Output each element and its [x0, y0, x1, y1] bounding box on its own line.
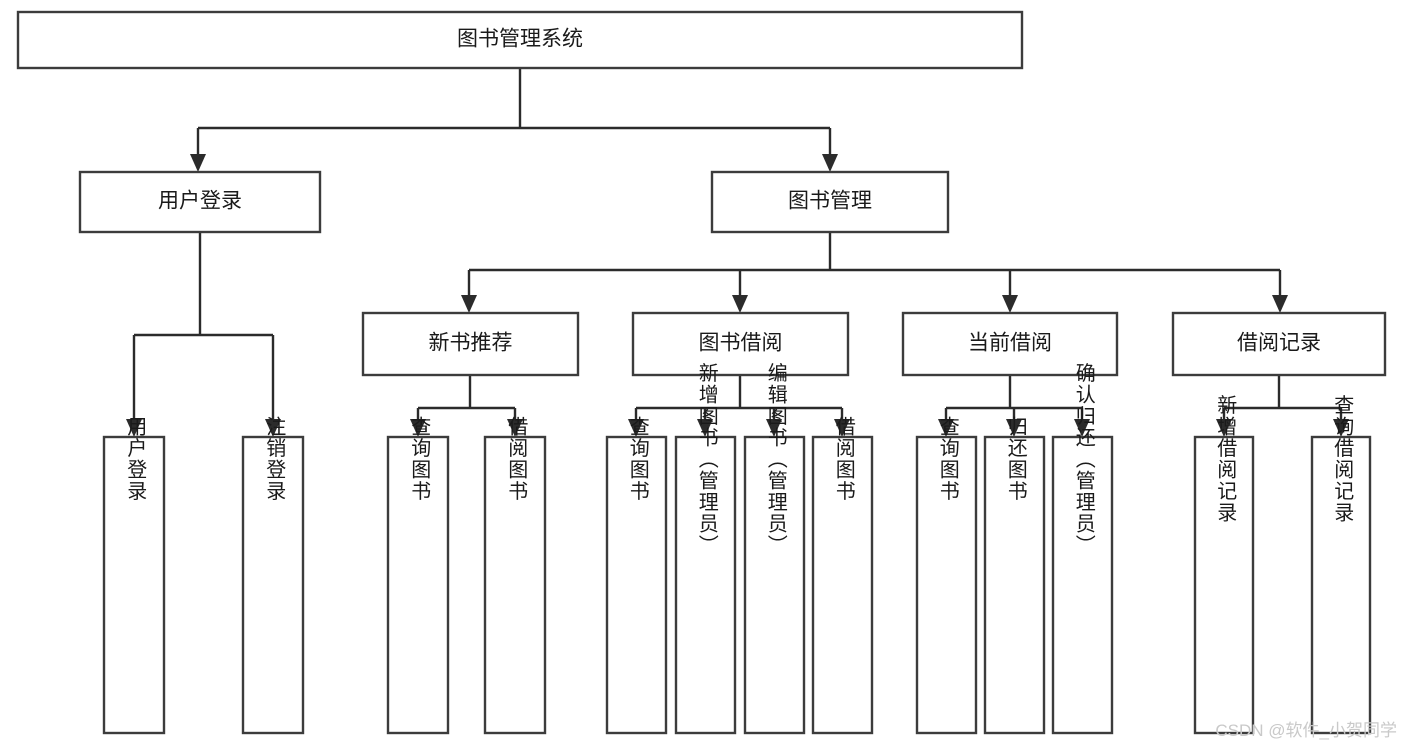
- arrow-head-icon: [766, 419, 782, 437]
- node-leaf-2[interactable]: 注销登录: [241, 416, 305, 735]
- node-leaf-6-label: 新增图书（管理员）: [695, 362, 718, 556]
- arrow-head-icon: [126, 419, 142, 437]
- node-level3-1-label: 新书推荐: [429, 332, 513, 355]
- node-leaf-4-label: 借阅图书: [505, 416, 528, 502]
- node-level2-1[interactable]: 用户登录: [78, 170, 322, 234]
- node-level2-2-label: 图书管理: [788, 190, 872, 213]
- node-leaf-7-label: 编辑图书（管理员）: [764, 362, 787, 556]
- node-leaf-8-label: 借阅图书: [832, 416, 855, 502]
- arrow-head-icon: [410, 419, 426, 437]
- node-root-system[interactable]: 图书管理系统: [16, 10, 1024, 70]
- node-leaf-1-label: 用户登录: [124, 416, 147, 502]
- node-leaf-6-rect[interactable]: [674, 435, 737, 735]
- node-level2-2[interactable]: 图书管理: [710, 170, 950, 234]
- arrow-head-icon: [1002, 295, 1018, 313]
- nodes-group: 图书管理系统用户登录图书管理新书推荐图书借阅当前借阅借阅记录用户登录注销登录查询…: [16, 10, 1387, 735]
- node-leaf-7[interactable]: 编辑图书（管理员）: [743, 362, 806, 735]
- node-leaf-11-label: 确认归还（管理员）: [1072, 362, 1095, 556]
- node-leaf-11[interactable]: 确认归还（管理员）: [1051, 362, 1114, 735]
- arrow-head-icon: [1333, 419, 1349, 437]
- node-leaf-3[interactable]: 查询图书: [386, 416, 450, 735]
- node-level2-1-label: 用户登录: [158, 190, 242, 213]
- arrow-head-icon: [507, 419, 523, 437]
- node-level3-1[interactable]: 新书推荐: [361, 311, 580, 377]
- node-leaf-11-rect[interactable]: [1051, 435, 1114, 735]
- arrow-head-icon: [1006, 419, 1022, 437]
- node-leaf-10-rect[interactable]: [983, 435, 1046, 735]
- node-leaf-5-label: 查询图书: [626, 416, 649, 502]
- arrow-head-icon: [697, 419, 713, 437]
- node-leaf-12[interactable]: 新增借阅记录: [1193, 394, 1255, 735]
- arrow-head-icon: [834, 419, 850, 437]
- node-leaf-9-label: 查询图书: [936, 416, 959, 502]
- arrow-head-icon: [628, 419, 644, 437]
- node-level3-2[interactable]: 图书借阅: [631, 311, 850, 377]
- node-leaf-13-label: 查询借阅记录: [1331, 394, 1354, 523]
- node-level3-2-rect[interactable]: [631, 311, 850, 377]
- node-leaf-13[interactable]: 查询借阅记录: [1310, 394, 1372, 735]
- node-root-system-rect[interactable]: [16, 10, 1024, 70]
- node-level3-3[interactable]: 当前借阅: [901, 311, 1119, 377]
- node-leaf-6[interactable]: 新增图书（管理员）: [674, 362, 737, 735]
- node-leaf-9[interactable]: 查询图书: [915, 416, 978, 735]
- connector-lines-group: [126, 68, 1349, 437]
- arrow-head-icon: [1074, 419, 1090, 437]
- node-level3-4[interactable]: 借阅记录: [1171, 311, 1387, 377]
- arrow-head-icon: [1272, 295, 1288, 313]
- arrow-head-icon: [461, 295, 477, 313]
- node-level3-3-label: 当前借阅: [968, 332, 1052, 355]
- node-leaf-5[interactable]: 查询图书: [605, 416, 668, 735]
- node-level3-3-rect[interactable]: [901, 311, 1119, 377]
- arrow-head-icon: [265, 419, 281, 437]
- node-leaf-1[interactable]: 用户登录: [102, 416, 166, 735]
- arrow-head-icon: [938, 419, 954, 437]
- node-leaf-12-label: 新增借阅记录: [1214, 394, 1237, 523]
- watermark-label: CSDN @软件_小贺同学: [1215, 721, 1397, 740]
- node-leaf-5-rect[interactable]: [605, 435, 668, 735]
- node-leaf-7-rect[interactable]: [743, 435, 806, 735]
- node-leaf-8-rect[interactable]: [811, 435, 874, 735]
- node-leaf-3-rect[interactable]: [386, 435, 450, 735]
- node-leaf-2-rect[interactable]: [241, 435, 305, 735]
- arrow-head-icon: [822, 154, 838, 172]
- node-leaf-8[interactable]: 借阅图书: [811, 416, 874, 735]
- arrow-head-icon: [190, 154, 206, 172]
- arrow-head-icon: [1216, 419, 1232, 437]
- node-leaf-10-label: 归还图书: [1004, 416, 1027, 502]
- node-leaf-3-label: 查询图书: [408, 416, 431, 502]
- node-leaf-10[interactable]: 归还图书: [983, 416, 1046, 735]
- node-level2-1-rect[interactable]: [78, 170, 322, 234]
- node-level3-4-label: 借阅记录: [1237, 332, 1321, 355]
- node-level3-1-rect[interactable]: [361, 311, 580, 377]
- node-leaf-1-rect[interactable]: [102, 435, 166, 735]
- node-leaf-9-rect[interactable]: [915, 435, 978, 735]
- node-leaf-4-rect[interactable]: [483, 435, 547, 735]
- node-level2-2-rect[interactable]: [710, 170, 950, 234]
- node-leaf-2-label: 注销登录: [263, 416, 286, 502]
- node-leaf-12-rect[interactable]: [1193, 435, 1255, 735]
- node-leaf-13-rect[interactable]: [1310, 435, 1372, 735]
- node-root-system-label: 图书管理系统: [457, 28, 583, 51]
- node-level3-4-rect[interactable]: [1171, 311, 1387, 377]
- arrow-head-icon: [732, 295, 748, 313]
- node-level3-2-label: 图书借阅: [699, 332, 783, 355]
- node-leaf-4[interactable]: 借阅图书: [483, 416, 547, 735]
